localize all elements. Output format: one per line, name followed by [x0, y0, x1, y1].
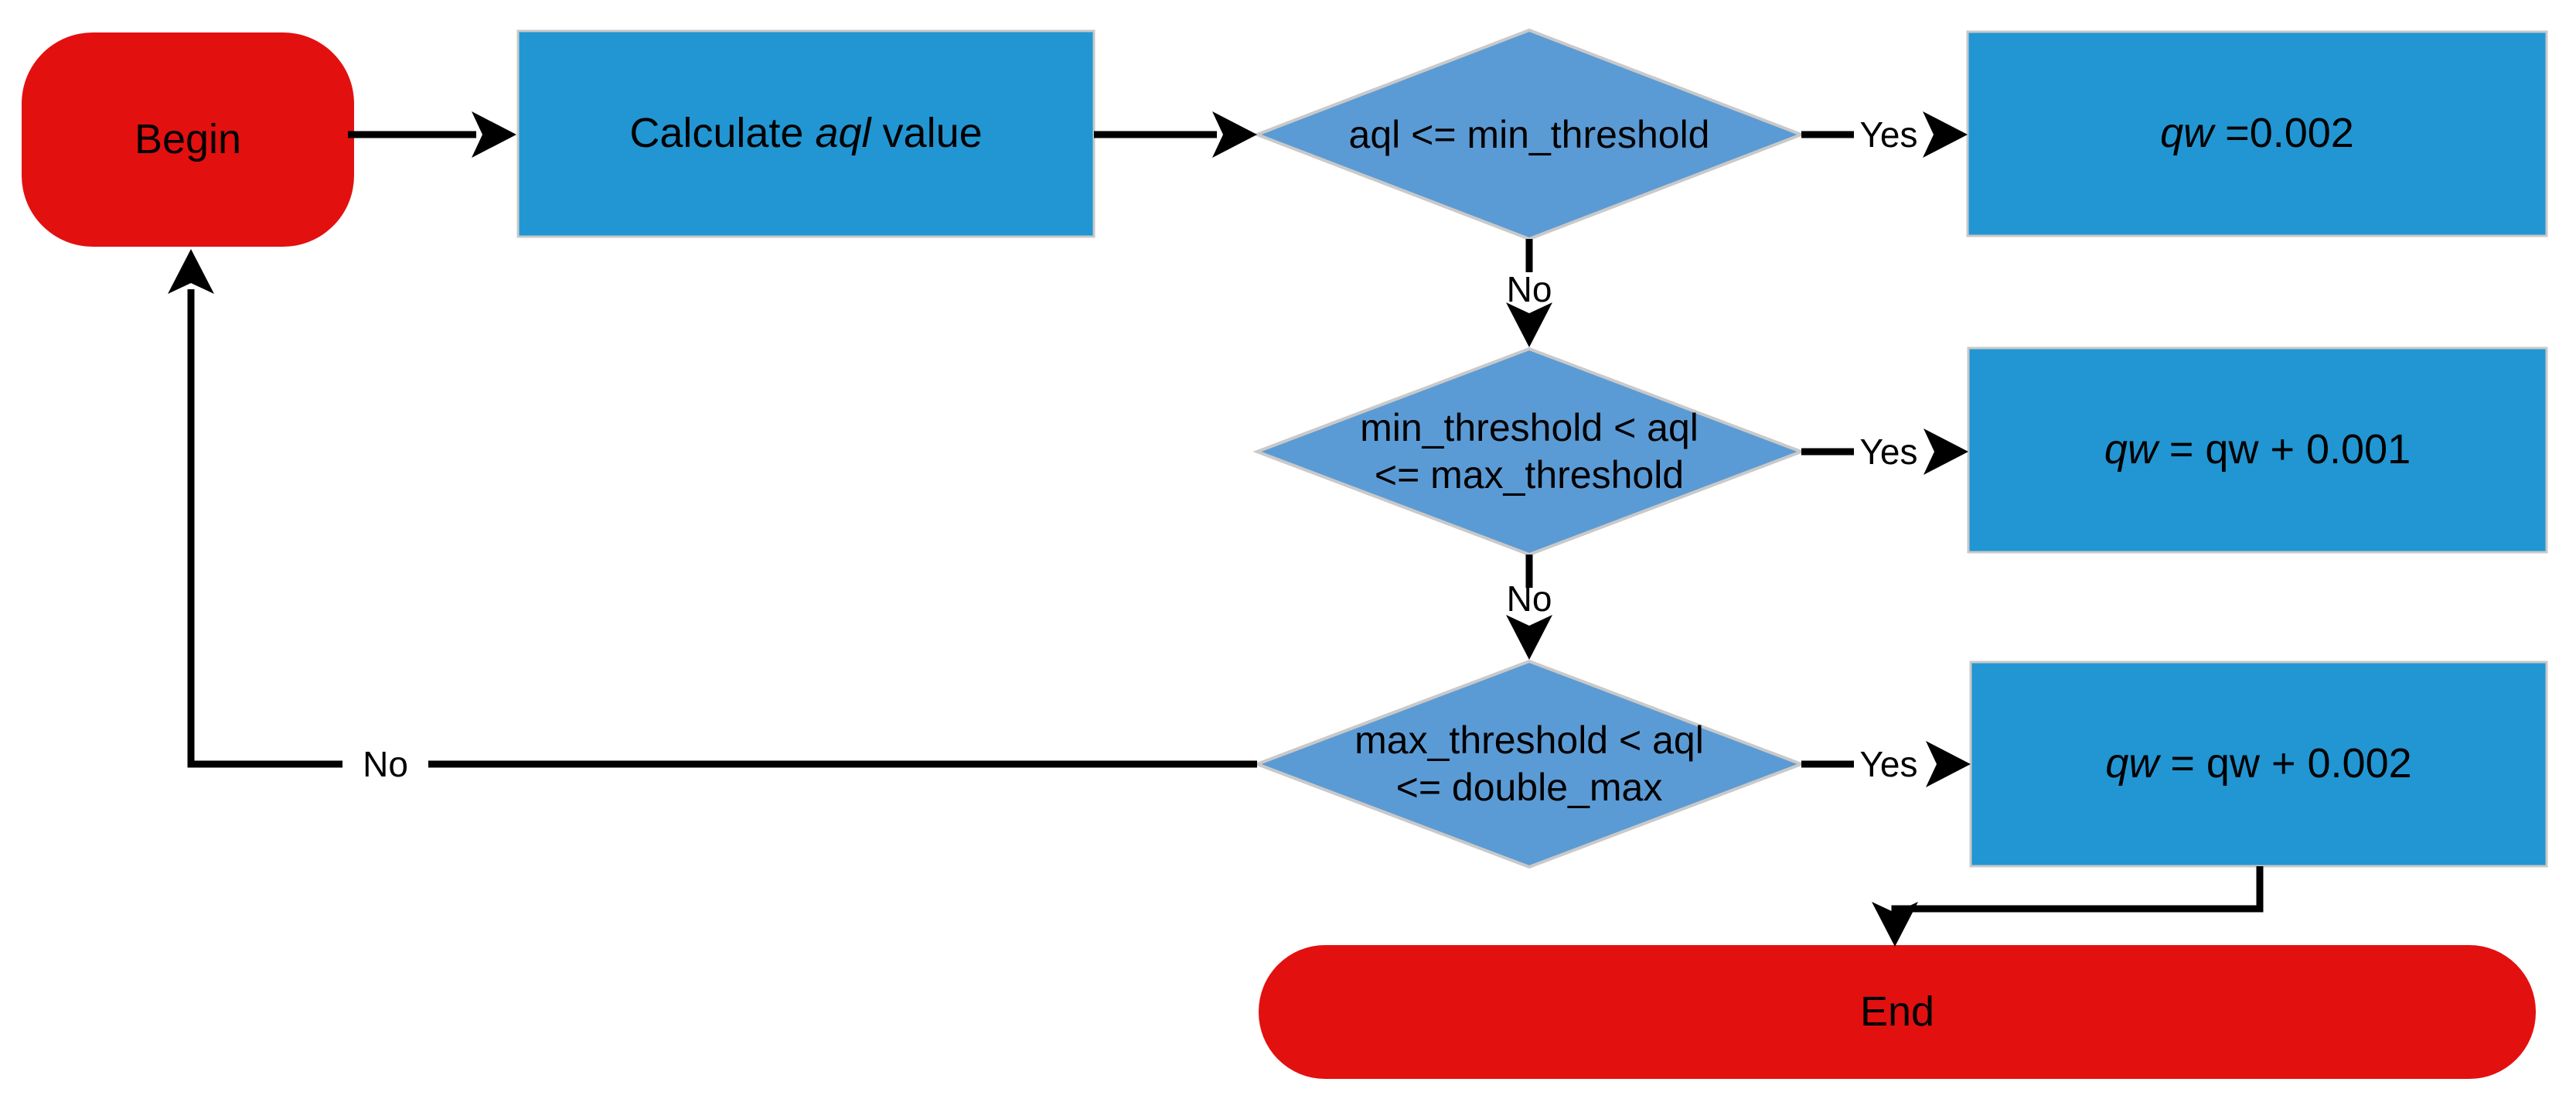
edge-label-yes-2: Yes [1859, 431, 1918, 472]
arrowhead-calculate-decision1-icon [1212, 111, 1257, 158]
process-result-3-label: qw = qw + 0.002 [2105, 740, 2412, 787]
process-result-2-shape [1967, 346, 2548, 554]
decision-1-label: aql <= min_threshold [1348, 112, 1710, 156]
arrowhead-result3-end-icon [1872, 902, 1918, 947]
end-node-shape [1259, 945, 2536, 1079]
arrowhead-decision1-result1-icon [1923, 111, 1968, 158]
edge-label-yes-1: Yes [1859, 114, 1918, 155]
edge-label-no-2: No [1506, 578, 1552, 619]
begin-label: Begin [134, 115, 242, 162]
decision-3-label: max_threshold < aql <= double_max [1354, 718, 1704, 809]
process-result-2-label: qw = qw + 0.001 [2104, 426, 2411, 473]
edge-decision3-begin-loop-line [187, 289, 1257, 768]
edge-label-yes-3: Yes [1859, 743, 1918, 784]
end-label: End [1859, 988, 1935, 1035]
process-result-3-shape [1969, 660, 2548, 868]
process-calculate-label: Calculate aql value [629, 110, 983, 157]
arrowhead-loop-begin-icon [168, 249, 214, 294]
arrowhead-begin-calculate-icon [472, 111, 516, 158]
arrowhead-decision2-decision3-icon [1506, 615, 1552, 660]
process-result-1-label: qw =0.002 [2160, 110, 2354, 157]
arrowhead-decision2-result2-icon [1923, 428, 1968, 475]
arrowhead-decision3-result3-icon [1926, 741, 1971, 787]
arrowhead-decision1-decision2-icon [1506, 302, 1552, 347]
decision-2-label: min_threshold < aql <= max_threshold [1360, 406, 1699, 497]
edge-label-no-3: No [342, 743, 428, 785]
begin-node-shape [22, 32, 354, 247]
edge-label-no-1: No [1506, 268, 1552, 309]
process-result-1-shape [1966, 30, 2548, 237]
edge-result3-end-line [1891, 866, 2264, 914]
